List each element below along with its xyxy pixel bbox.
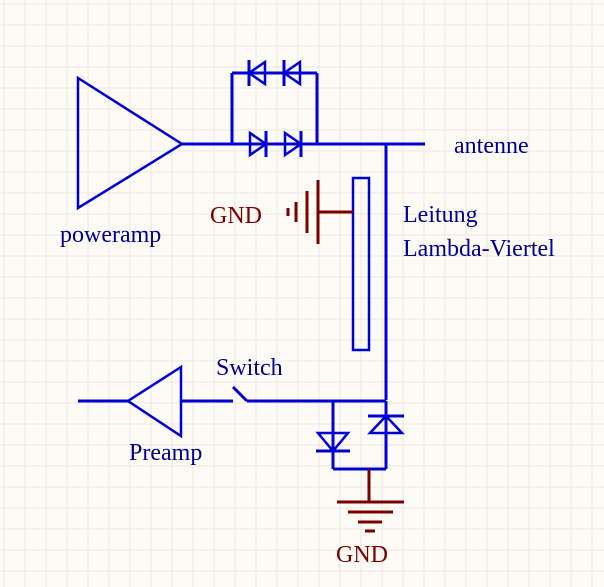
lambda-viertel-label: Lambda-Viertel bbox=[403, 236, 555, 262]
tr-switch[interactable] bbox=[231, 385, 386, 403]
leitung-label: Leitung bbox=[403, 202, 478, 228]
poweramp-amplifier bbox=[76, 75, 232, 211]
diode-bank-tx bbox=[230, 59, 319, 158]
diode-top-right bbox=[281, 59, 302, 87]
antenna-feedline bbox=[317, 142, 425, 400]
diode-bank-rx bbox=[315, 401, 405, 471]
switch-label: Switch bbox=[216, 355, 283, 381]
ground-symbol-bottom bbox=[337, 469, 404, 533]
diode-top-left bbox=[246, 59, 267, 87]
ground-symbol-top bbox=[286, 180, 353, 244]
preamp-label: Preamp bbox=[129, 440, 202, 466]
gnd-label-top: GND bbox=[210, 203, 262, 229]
gnd-label-bottom: GND bbox=[336, 542, 388, 568]
diode-rx-right bbox=[367, 414, 405, 435]
quarter-wave-line bbox=[351, 176, 371, 352]
diode-bottom-left bbox=[248, 130, 269, 158]
diode-rx-left bbox=[315, 431, 351, 453]
preamp-amplifier bbox=[78, 364, 233, 439]
antenne-label: antenne bbox=[454, 133, 529, 159]
diode-bottom-right bbox=[283, 130, 304, 158]
poweramp-label: poweramp bbox=[60, 222, 161, 248]
